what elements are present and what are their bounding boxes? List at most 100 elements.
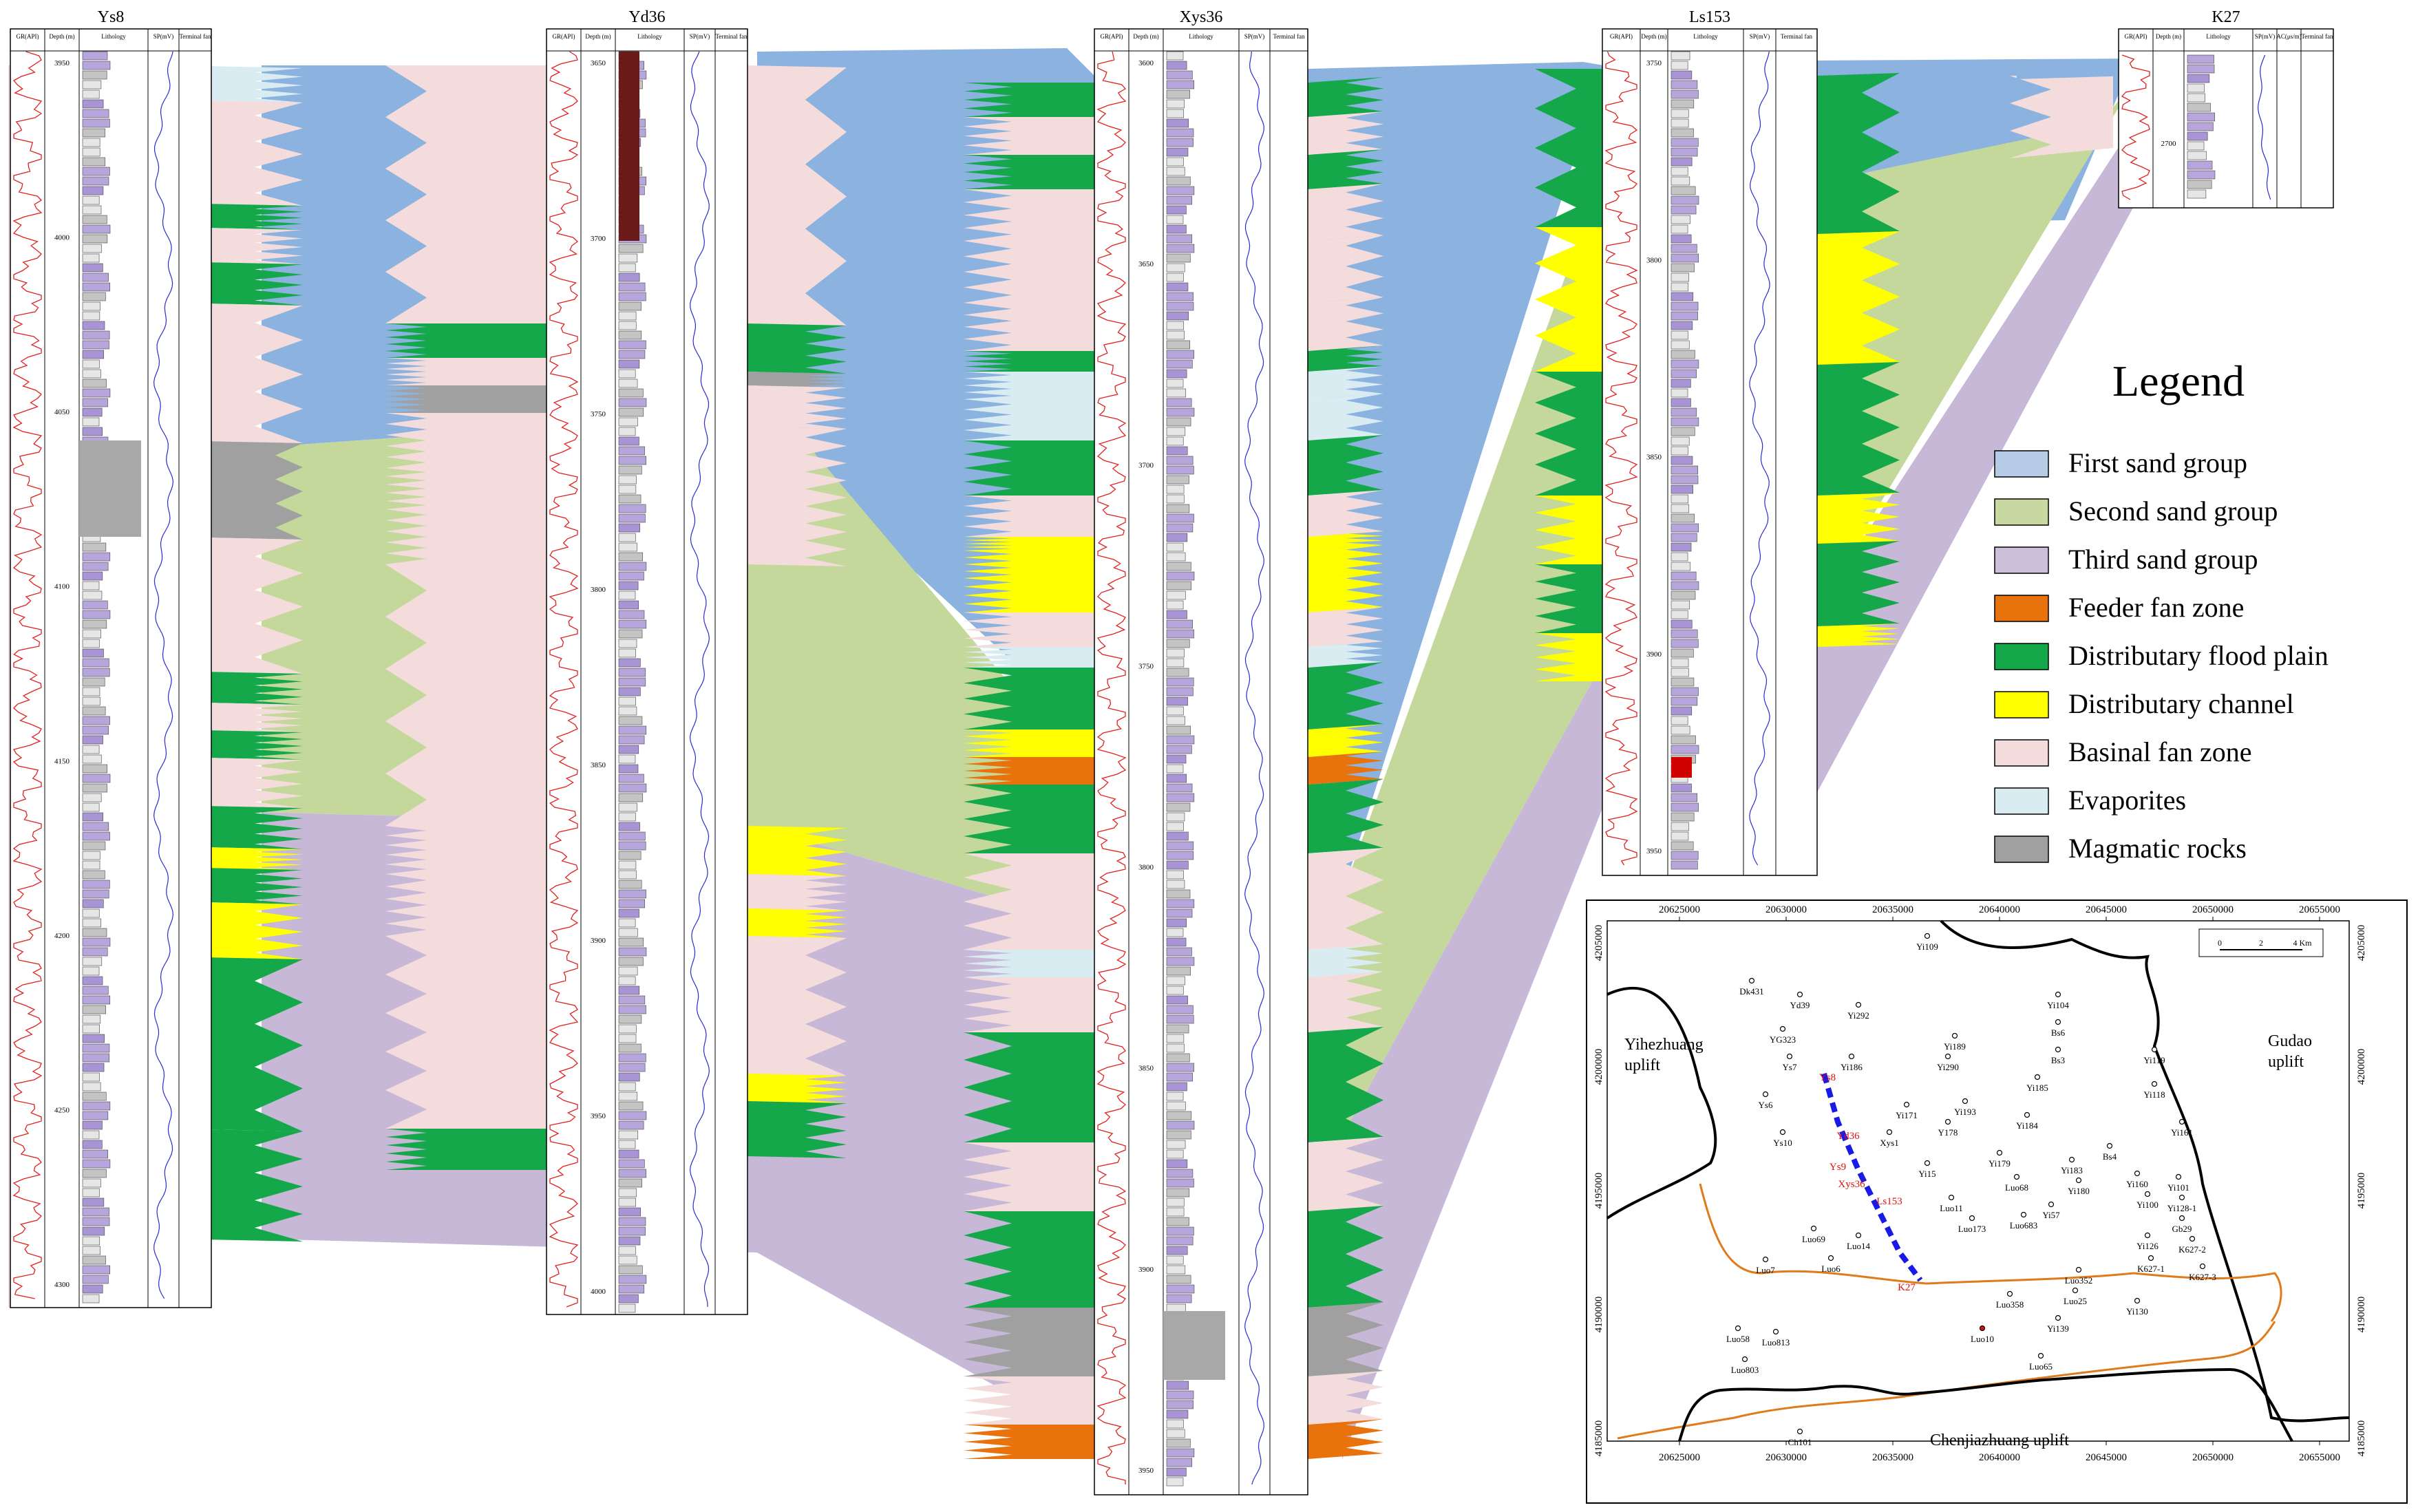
lithology-bed <box>82 1072 100 1082</box>
map-well-marker <box>2178 1215 2185 1222</box>
lithology-bed <box>1671 157 1693 167</box>
legend-label: Distributary flood plain <box>2068 640 2329 671</box>
lithology-bed <box>82 369 101 379</box>
lithology-bed <box>1166 1159 1188 1169</box>
yd36-left-band-4 <box>385 413 551 468</box>
yd36-right-band-8 <box>747 908 847 938</box>
lithology-bed <box>618 1034 637 1043</box>
lithology-bed <box>1166 330 1185 340</box>
lithology-bed <box>2187 112 2215 122</box>
lithology-bed <box>82 1043 110 1053</box>
depth-label: 4300 <box>54 1281 70 1289</box>
xys36-left-band-21 <box>964 950 1101 977</box>
lithology-bed <box>1166 629 1194 639</box>
yd36-right-band-2 <box>747 372 847 387</box>
map-well-label: Yi184 <box>2016 1120 2038 1131</box>
lithology-bed <box>1166 793 1195 802</box>
map-y-label-left: 4185000 <box>1593 1420 1604 1457</box>
lithology-bed <box>1166 51 1184 61</box>
lithology-bed <box>1671 735 1696 745</box>
lithology-bed <box>618 1303 636 1313</box>
lithology-bed <box>82 1053 109 1063</box>
lithology-bed <box>1166 311 1189 321</box>
legend-label: Feeder fan zone <box>2068 592 2244 623</box>
map-well-marker <box>2199 1263 2206 1270</box>
lithology-bed <box>1166 1284 1195 1294</box>
lithology-bed <box>82 716 110 725</box>
map-well-marker <box>2175 1173 2182 1180</box>
ls153-left-band-3 <box>1535 496 1604 564</box>
well-name: Xys36 <box>1180 8 1223 26</box>
lithology-bed <box>82 542 107 552</box>
lithology-bed <box>82 629 101 639</box>
lithology-bed <box>618 899 645 908</box>
depth-label: 3650 <box>1138 260 1154 268</box>
lithology-bed <box>82 109 109 118</box>
lithology-bed <box>1166 851 1194 860</box>
lithology-bed <box>1166 542 1184 552</box>
yd36-right-band-5 <box>747 496 847 566</box>
well-name: Yd36 <box>628 8 665 26</box>
legend-swatch <box>1994 546 2049 574</box>
lithology-bed <box>1166 831 1189 841</box>
map-well-marker <box>1772 1328 1779 1335</box>
lithology-bed <box>1671 513 1695 523</box>
legend-swatch <box>1994 691 2049 718</box>
lithology-bed <box>1166 1381 1189 1390</box>
lithology-bed <box>2187 160 2213 170</box>
lithology-bed <box>1671 658 1689 668</box>
lithology-bed <box>618 1072 640 1082</box>
depth-label: 3700 <box>1138 461 1154 469</box>
lithology-bed <box>1166 1101 1186 1111</box>
lithology-bed <box>1166 725 1191 735</box>
track-header: Depth (m) <box>1133 33 1158 40</box>
lithology-bed <box>618 1207 641 1217</box>
lithology-bed <box>1166 1429 1185 1438</box>
lithology-bed <box>1166 1477 1184 1487</box>
lithology-bed <box>82 215 107 224</box>
lithology-bed <box>618 706 637 716</box>
lithology-bed <box>1166 1390 1194 1400</box>
lithology-bed <box>618 379 638 388</box>
lithology-bed <box>1671 648 1694 658</box>
lithology-bed <box>1166 475 1189 485</box>
lithology-bed <box>2187 103 2211 112</box>
lithology-bed <box>1166 908 1193 918</box>
map-well-label: Dk431 <box>1739 986 1763 997</box>
sp-curve <box>2257 54 2271 200</box>
xys36-right-band-14 <box>1308 607 1383 647</box>
xys36-right-band-12 <box>1308 545 1383 578</box>
map-x-label-bottom: 20625000 <box>1659 1452 1700 1463</box>
lithology-bed <box>82 118 110 128</box>
lithology-bed <box>618 764 639 774</box>
map-well-label: Yi183 <box>2061 1165 2083 1175</box>
map-well-label: Yi119 <box>2143 1055 2165 1065</box>
lithology-bed <box>1671 99 1695 109</box>
lithology-bed <box>1671 465 1698 475</box>
lithology-bed <box>82 350 104 359</box>
lithology-bed <box>618 1130 639 1140</box>
lithology-bed <box>618 812 636 822</box>
lithology-bed <box>1166 619 1193 629</box>
lithology-bed <box>82 841 106 851</box>
map-well-label: Yi292 <box>1847 1010 1869 1021</box>
yihezhuang-boundary <box>1606 986 1717 1220</box>
lithology-bed <box>82 1217 110 1226</box>
depth-label: 4150 <box>54 757 70 765</box>
lithology-bed <box>82 802 100 812</box>
map-well-marker <box>1944 1118 1951 1125</box>
lithology-bed <box>1166 658 1185 668</box>
lithology-bed <box>1166 234 1193 244</box>
lithology-bed <box>1671 80 1698 89</box>
lithology-bed <box>82 880 110 889</box>
lithology-bed <box>618 1169 647 1178</box>
lithology-bed <box>618 841 646 851</box>
lithology-bed <box>82 889 109 899</box>
lithology-bed <box>618 292 646 301</box>
lithology-bed <box>1166 1092 1184 1101</box>
depth-label: 3950 <box>54 59 70 67</box>
map-well-marker <box>2024 1111 2030 1118</box>
lithology-bed <box>1166 870 1184 880</box>
map-well-label: Luo11 <box>1940 1203 1962 1213</box>
